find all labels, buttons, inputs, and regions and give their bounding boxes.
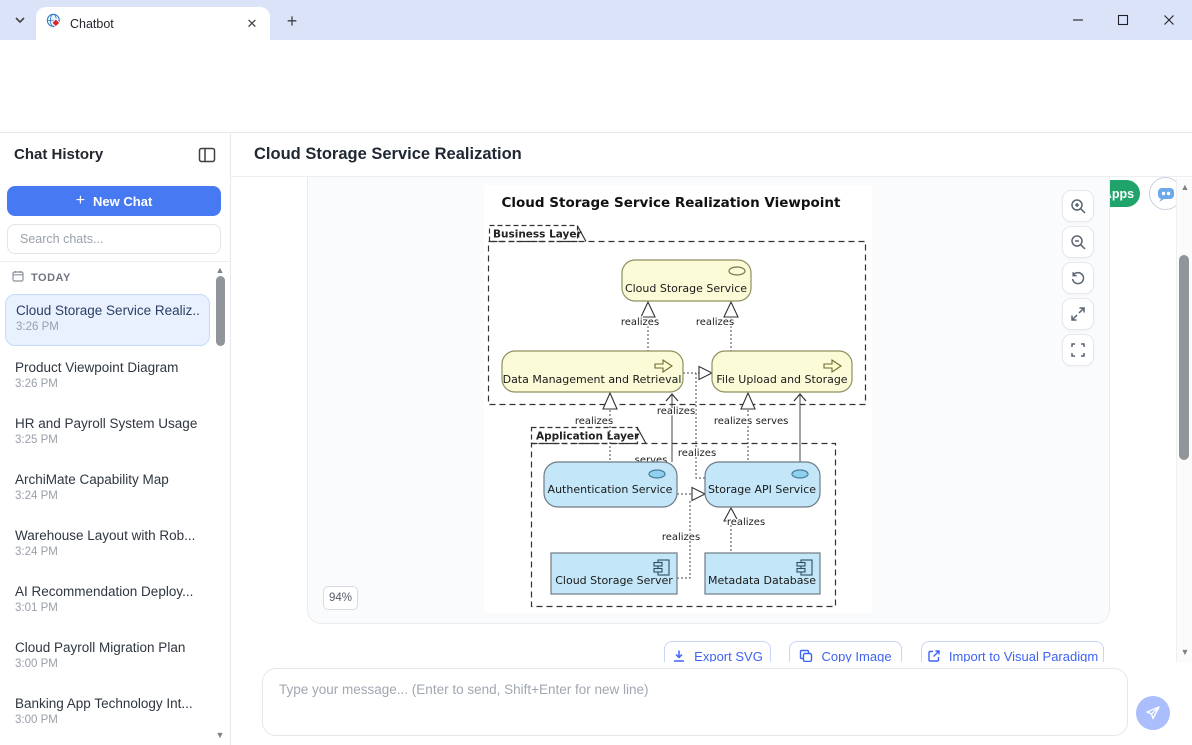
node-metadata-db: Metadata Database (708, 574, 816, 587)
chat-item-0[interactable]: Cloud Storage Service Realiz... 3:26 PM (5, 294, 210, 346)
import-label: Import to Visual Paradigm (948, 648, 1099, 664)
edge-label: realizes (657, 406, 695, 417)
chat-item-time: 3:00 PM (15, 658, 58, 670)
main-title-bar (231, 133, 1192, 177)
component-icon (796, 559, 813, 576)
chat-item-title: Product Viewpoint Diagram (15, 360, 179, 375)
tab-close-icon[interactable]: ✕ (246, 15, 258, 31)
edge-label: realizes (714, 416, 752, 427)
new-chat-button[interactable]: + New Chat (7, 186, 221, 216)
page-title: Cloud Storage Service Realization (254, 145, 522, 163)
browser-toolbar: ai-toolbox.visual-paradigm.com/app/chatb… (0, 40, 1192, 119)
expand-button[interactable] (1062, 298, 1094, 330)
business-process-icon (823, 358, 842, 374)
business-layer-label: Business Layer (493, 229, 582, 241)
node-cloud-storage-service: Cloud Storage Service (625, 282, 747, 295)
chat-item-title: HR and Payroll System Usage (15, 416, 198, 431)
chat-item-4[interactable]: Warehouse Layout with Rob... 3:24 PM (5, 520, 210, 572)
tab-title: Chatbot (70, 16, 114, 31)
reset-view-button[interactable] (1062, 262, 1094, 294)
main-scroll-down-icon[interactable]: ▼ (1180, 647, 1190, 657)
zoom-level-badge: 94% (323, 586, 358, 610)
sidebar-scroll-up-icon[interactable]: ▲ (215, 265, 225, 275)
business-service-icon (728, 266, 746, 276)
chat-item-title: Cloud Storage Service Realiz... (16, 303, 199, 318)
sidebar-divider (0, 261, 231, 262)
today-section-header: TODAY (12, 270, 71, 285)
edge-label: serves (756, 416, 789, 427)
business-process-icon (654, 358, 673, 374)
message-input[interactable] (262, 668, 1128, 736)
sidebar-scrollbar-thumb[interactable] (216, 276, 225, 346)
calendar-icon (12, 270, 24, 285)
chat-item-7[interactable]: Banking App Technology Int... 3:00 PM (5, 688, 210, 740)
archimate-diagram: Cloud Storage Service Realization Viewpo… (484, 185, 872, 613)
app-header: Chatbot Powered by Visual Paradigm More … (0, 85, 1192, 210)
chat-item-title: AI Recommendation Deploy... (15, 584, 194, 599)
new-tab-button[interactable]: + (286, 10, 298, 31)
window-maximize-button[interactable] (1108, 8, 1138, 32)
edge-label: realizes (727, 517, 765, 528)
zoom-in-button[interactable] (1062, 190, 1094, 222)
favicon-icon (46, 13, 62, 34)
window-close-button[interactable] (1154, 8, 1184, 32)
message-input-panel (231, 662, 1192, 745)
chat-item-title: ArchiMate Capability Map (15, 472, 169, 487)
chat-item-title: Cloud Payroll Migration Plan (15, 640, 186, 655)
edge-label: realizes (696, 317, 734, 328)
node-auth-service: Authentication Service (548, 483, 673, 496)
chat-item-time: 3:00 PM (15, 714, 58, 726)
browser-tab[interactable]: Chatbot ✕ (36, 7, 270, 40)
collapse-sidebar-icon[interactable] (198, 146, 216, 169)
application-service-icon (648, 469, 666, 479)
chat-item-time: 3:25 PM (15, 434, 58, 446)
chat-item-6[interactable]: Cloud Payroll Migration Plan 3:00 PM (5, 632, 210, 684)
chat-item-time: 3:24 PM (15, 490, 58, 502)
edge-label: realizes (575, 416, 613, 427)
fullscreen-button[interactable] (1062, 334, 1094, 366)
main-scrollbar-thumb[interactable] (1179, 255, 1189, 460)
today-label: TODAY (31, 271, 71, 284)
application-service-icon (791, 469, 809, 479)
search-input[interactable] (7, 224, 221, 254)
sidebar-scroll-down-icon[interactable]: ▼ (215, 730, 225, 740)
copy-image-label: Copy Image (821, 648, 892, 664)
chat-item-title: Banking App Technology Int... (15, 696, 193, 711)
sidebar: Chat History + New Chat TODAY Cloud Stor… (0, 133, 231, 745)
send-paper-plane-icon (1146, 706, 1160, 720)
node-file-upload: File Upload and Storage (716, 373, 847, 386)
new-chat-label: New Chat (93, 193, 153, 209)
chat-item-time: 3:26 PM (15, 378, 58, 390)
edge-label: realizes (678, 448, 716, 459)
node-storage-api: Storage API Service (708, 483, 816, 496)
zoom-out-button[interactable] (1062, 226, 1094, 258)
export-svg-label: Export SVG (694, 648, 763, 664)
chat-history-title: Chat History (14, 146, 104, 163)
component-icon (653, 559, 670, 576)
send-button[interactable] (1136, 696, 1170, 730)
main-scroll-up-icon[interactable]: ▲ (1180, 182, 1190, 192)
plus-icon: + (75, 192, 86, 209)
chat-item-5[interactable]: AI Recommendation Deploy... 3:01 PM (5, 576, 210, 628)
node-storage-server: Cloud Storage Server (555, 574, 673, 587)
diagram-title: Cloud Storage Service Realization Viewpo… (502, 195, 842, 211)
application-layer-label: Application Layer (536, 431, 640, 443)
chat-item-3[interactable]: ArchiMate Capability Map 3:24 PM (5, 464, 210, 516)
chat-item-1[interactable]: Product Viewpoint Diagram 3:26 PM (5, 352, 210, 404)
copy-icon (800, 649, 813, 663)
chat-item-time: 3:01 PM (15, 602, 58, 614)
external-link-icon (928, 650, 940, 662)
chat-item-2[interactable]: HR and Payroll System Usage 3:25 PM (5, 408, 210, 460)
edge-label: realizes (621, 317, 659, 328)
tab-search-chevron-icon[interactable] (8, 8, 32, 32)
chat-item-time: 3:24 PM (15, 546, 58, 558)
download-icon (674, 650, 685, 662)
chat-item-time: 3:26 PM (16, 321, 59, 333)
chat-item-title: Warehouse Layout with Rob... (15, 528, 196, 543)
edge-label: realizes (662, 532, 700, 543)
node-data-management: Data Management and Retrieval (503, 373, 682, 386)
window-minimize-button[interactable] (1063, 8, 1093, 32)
browser-tab-strip: Chatbot ✕ + (0, 0, 1192, 40)
